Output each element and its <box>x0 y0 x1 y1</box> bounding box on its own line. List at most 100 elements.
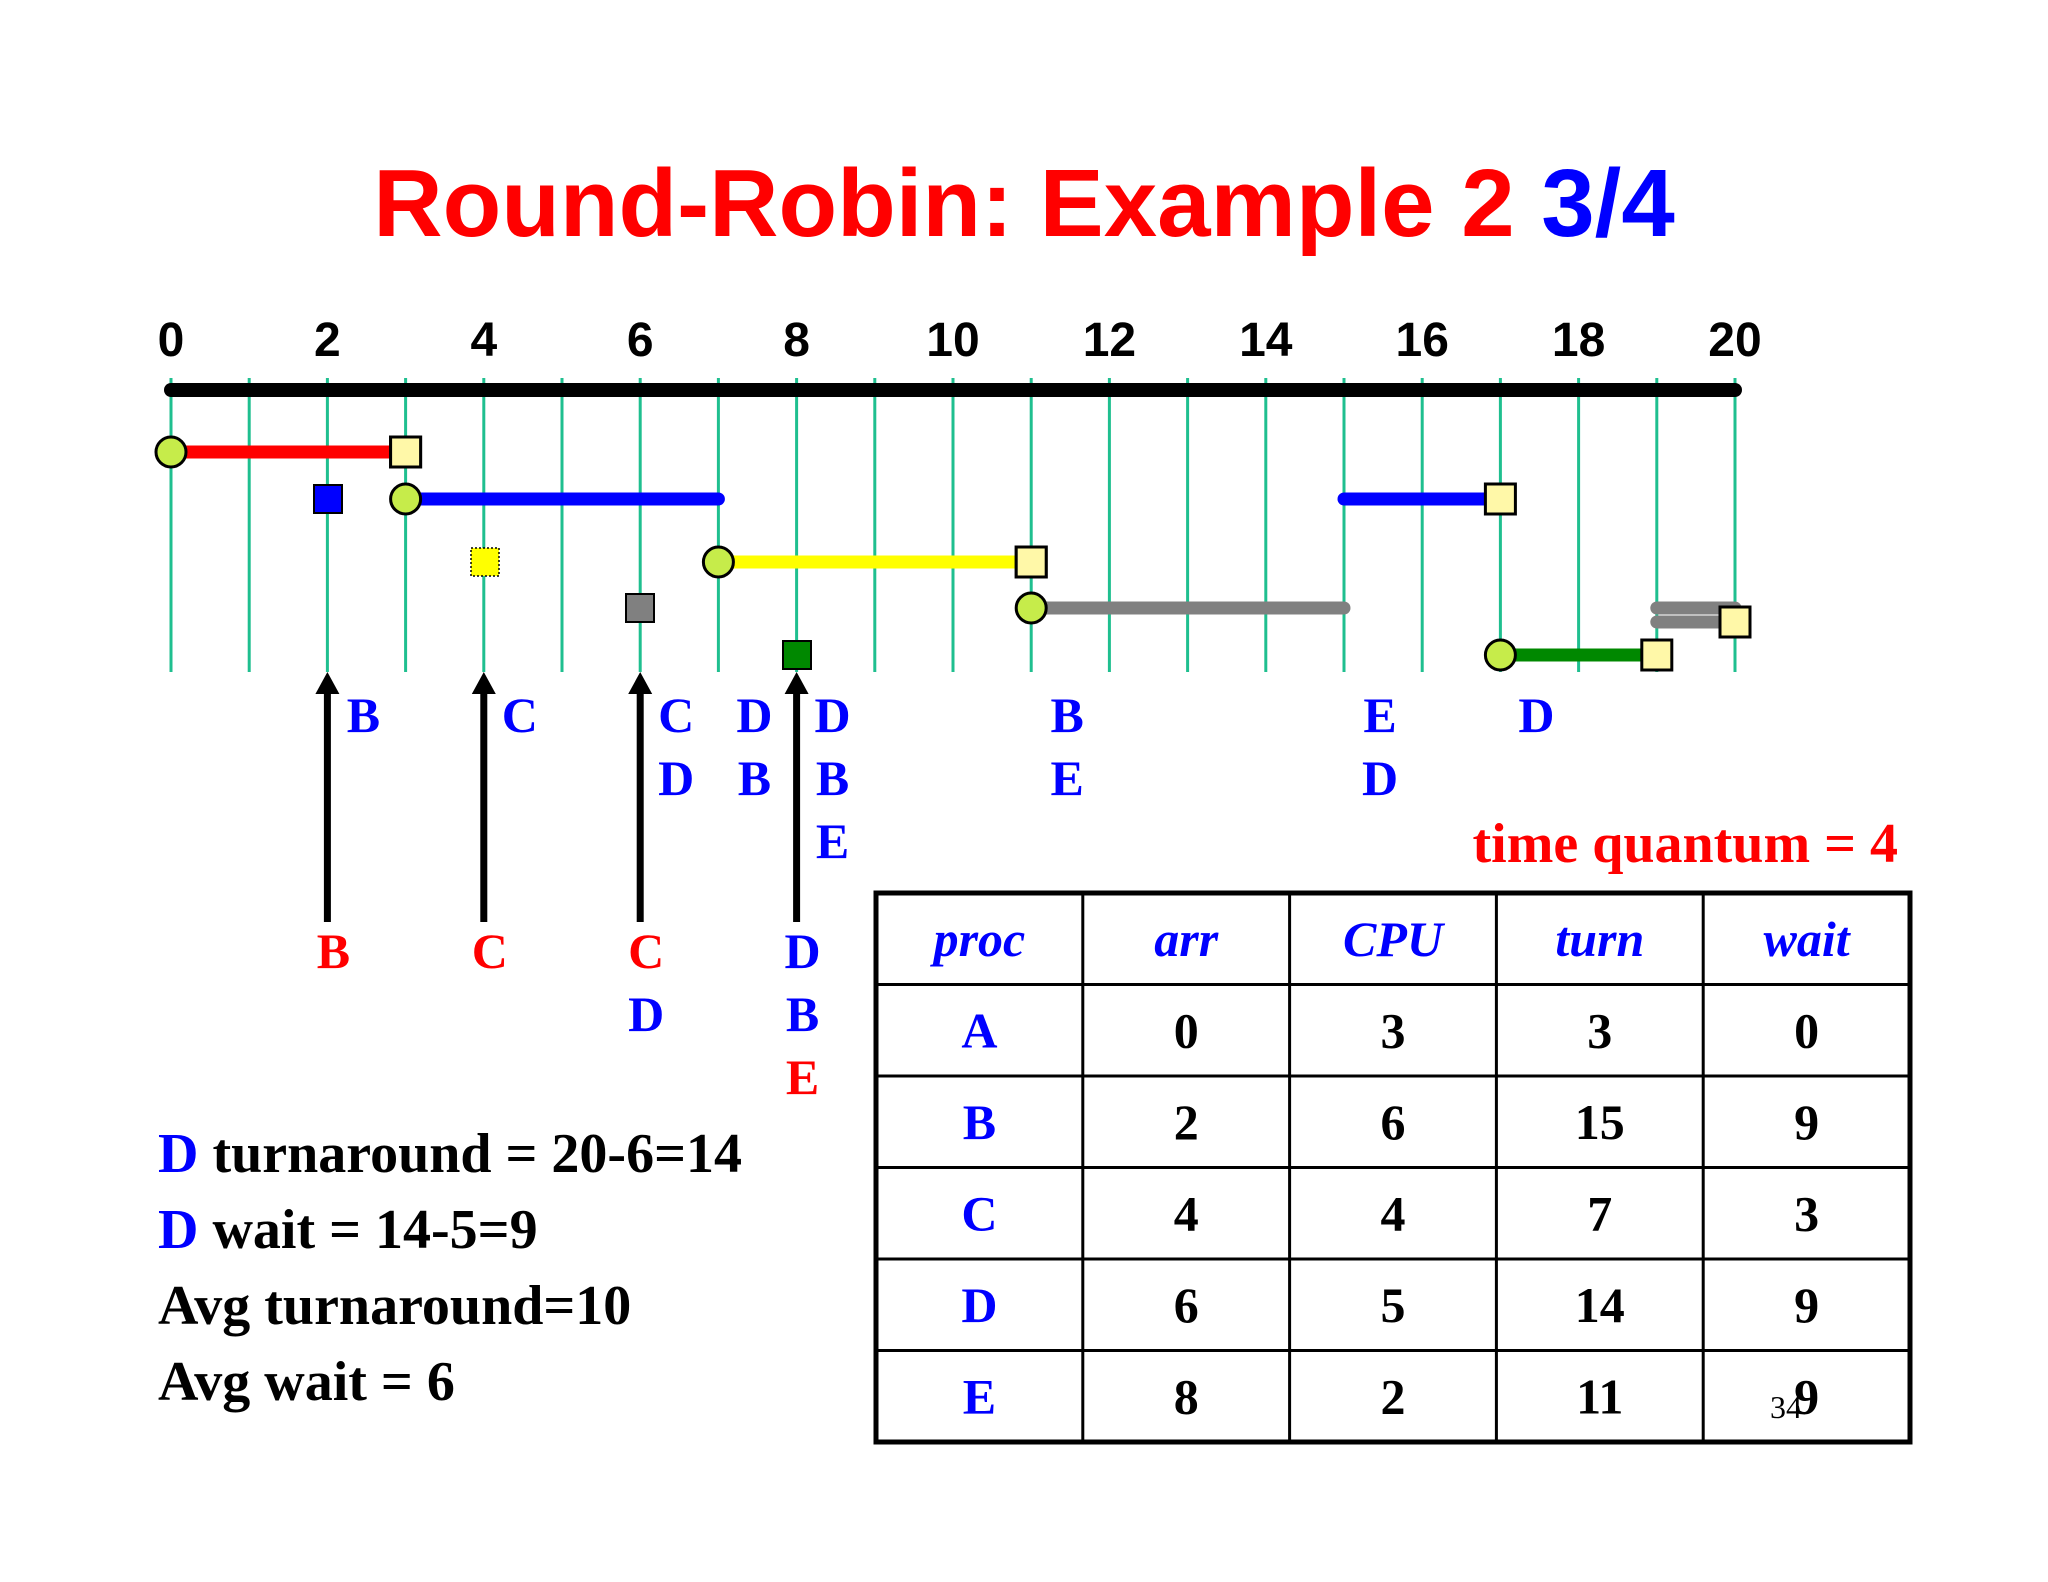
summary-line: D wait = 14-5=9 <box>158 1199 538 1261</box>
table-header-cell: wait <box>1764 911 1852 967</box>
table-cell: 9 <box>1794 1368 1819 1424</box>
queue-item: D <box>736 687 772 743</box>
table-cell: 4 <box>1381 1185 1406 1241</box>
tick-label: 14 <box>1239 314 1293 367</box>
summary-text: wait = 14-5=9 <box>198 1199 537 1261</box>
title-part: 3/4 <box>1541 150 1674 257</box>
table-proc-cell: D <box>961 1277 997 1333</box>
table-cell: 11 <box>1576 1368 1623 1424</box>
arrival-marker <box>470 547 500 577</box>
tick-label: 12 <box>1083 314 1136 367</box>
queue-item: D <box>1518 687 1554 743</box>
arrival-marker <box>313 484 343 514</box>
summary-prefix: D <box>158 1123 198 1185</box>
arrow-head <box>784 672 809 694</box>
queue-item: C <box>502 687 538 743</box>
start-marker <box>701 545 735 579</box>
arrival-label: B <box>317 923 350 979</box>
queue-item: B <box>816 750 849 806</box>
queue-item: E <box>816 813 849 869</box>
table-cell: 2 <box>1381 1368 1406 1424</box>
table-header-cell: proc <box>930 911 1026 967</box>
tick-label: 2 <box>314 314 341 367</box>
summary-text: turnaround = 20-6=14 <box>198 1123 742 1185</box>
tick-label: 0 <box>158 314 185 367</box>
table-cell: 3 <box>1381 1002 1406 1058</box>
table-cell: 5 <box>1381 1277 1406 1333</box>
arrow-head <box>315 672 340 694</box>
queue-item: B <box>347 687 380 743</box>
finish-marker <box>1483 482 1517 516</box>
time-quantum-label: time quantum = 4 <box>1473 813 1899 875</box>
table-cell: 4 <box>1174 1185 1199 1241</box>
tick-label: 10 <box>926 314 979 367</box>
finish-marker <box>1718 605 1752 639</box>
arrival-label: C <box>628 923 664 979</box>
arrival-marker <box>625 593 655 623</box>
finish-marker <box>389 435 423 469</box>
gantt-bars <box>154 435 1752 672</box>
table-cell: 14 <box>1575 1277 1625 1333</box>
arrival-label: C <box>472 923 508 979</box>
process-timeline-a <box>154 435 423 469</box>
table-cell: 9 <box>1794 1277 1819 1333</box>
arrow-head <box>471 672 496 694</box>
table-cell: 0 <box>1794 1002 1819 1058</box>
queue-item: B <box>1051 687 1084 743</box>
queue-item: D <box>1362 750 1398 806</box>
queue-item: C <box>658 687 694 743</box>
table-cell: 3 <box>1587 1002 1612 1058</box>
queue-item: D <box>658 750 694 806</box>
arrow-head <box>628 672 653 694</box>
table-header-cell: turn <box>1555 911 1644 967</box>
table-header-cell: arr <box>1154 911 1218 967</box>
queue-item: B <box>738 750 771 806</box>
summary-prefix: D <box>158 1199 198 1261</box>
process-timeline-b <box>313 482 1517 516</box>
arrival-label: E <box>786 1049 819 1105</box>
start-marker <box>389 482 423 516</box>
tick-label: 6 <box>627 314 654 367</box>
title-main: Round-Robin: Example 2 <box>373 150 1514 257</box>
page-title: Round-Robin: Example 2 3/4 <box>373 150 1674 257</box>
summary-stats: D turnaround = 20-6=14D wait = 14-5=9Avg… <box>158 1123 742 1413</box>
table-cell: 15 <box>1575 1094 1625 1150</box>
summary-line: Avg turnaround=10 <box>158 1275 631 1337</box>
table-cell: 6 <box>1174 1277 1199 1333</box>
start-marker <box>1014 591 1048 625</box>
arrival-label: D <box>785 923 821 979</box>
summary-text: Avg wait = 6 <box>158 1351 455 1413</box>
table-proc-cell: B <box>963 1094 996 1150</box>
start-marker <box>154 435 188 469</box>
arrival-label: D <box>628 986 664 1042</box>
tick-label: 20 <box>1708 314 1761 367</box>
table-proc-cell: E <box>963 1368 996 1424</box>
queue-item: E <box>1051 750 1084 806</box>
table-cell: 8 <box>1174 1368 1199 1424</box>
table-proc-cell: A <box>961 1002 997 1058</box>
process-timeline-e <box>782 638 1674 672</box>
summary-line: D turnaround = 20-6=14 <box>158 1123 742 1185</box>
tick-label: 4 <box>470 314 497 367</box>
table-cell: 3 <box>1794 1185 1819 1241</box>
timeline-gridlines <box>169 378 1737 672</box>
table-cell: 6 <box>1381 1094 1406 1150</box>
tick-label: 18 <box>1552 314 1605 367</box>
arrival-label: B <box>786 986 819 1042</box>
process-timeline-c <box>470 545 1048 579</box>
table-cell: 0 <box>1174 1002 1199 1058</box>
summary-line: Avg wait = 6 <box>158 1351 455 1413</box>
table-proc-cell: C <box>961 1185 997 1241</box>
arrival-marker <box>782 640 812 670</box>
table-cell: 2 <box>1174 1094 1199 1150</box>
table-header-cell: CPU <box>1343 911 1446 967</box>
start-marker <box>1483 638 1517 672</box>
queue-item: D <box>815 687 851 743</box>
queue-item: E <box>1363 687 1396 743</box>
tick-label: 8 <box>783 314 810 367</box>
